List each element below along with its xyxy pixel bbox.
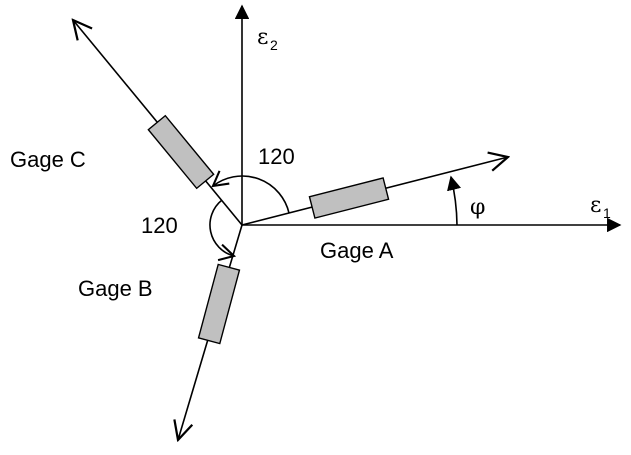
gage-b-label: Gage B <box>78 276 153 301</box>
gage-c-label: Gage C <box>10 147 86 172</box>
epsilon-1-label: ε <box>590 193 601 218</box>
angle-arc-a-to-c <box>211 170 290 214</box>
gage-c-element <box>147 114 215 190</box>
angle-arc-c-to-b <box>209 199 237 262</box>
epsilon-1-subscript: 1 <box>603 205 611 221</box>
phi-angle-arc <box>447 175 462 226</box>
epsilon-2-subscript: 2 <box>270 37 278 53</box>
angle-ac-label: 120 <box>258 144 295 169</box>
gage-a-label: Gage A <box>320 238 394 263</box>
gage-b-element <box>197 263 241 345</box>
gage-a-element <box>308 177 390 219</box>
angle-cb-label: 120 <box>141 213 178 238</box>
phi-label: φ <box>470 195 485 220</box>
epsilon-2-label: ε <box>257 25 268 50</box>
